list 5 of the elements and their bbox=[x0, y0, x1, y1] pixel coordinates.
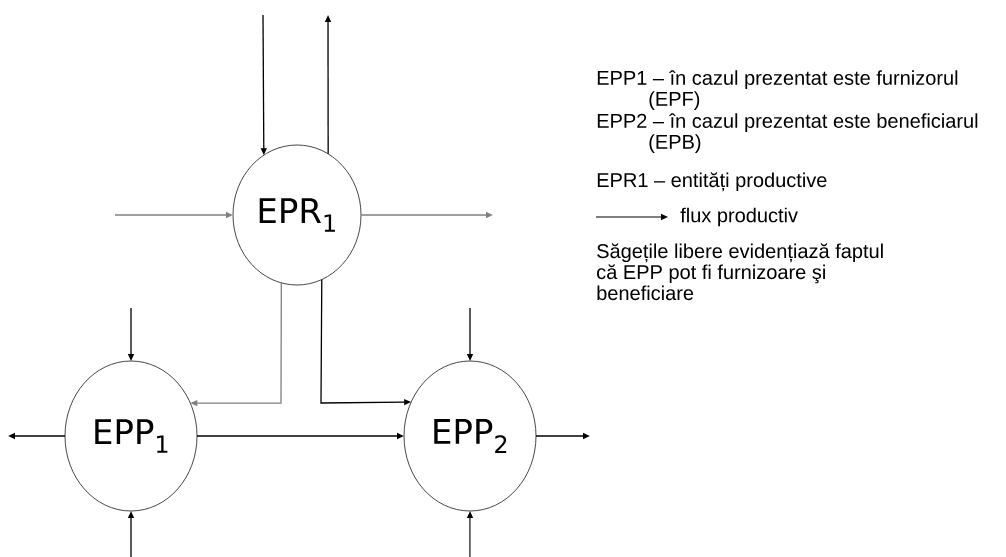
note-text: Săgețile libere evidențiază faptul că EPP pot fi furnizoare şi beneficiare bbox=[597, 243, 883, 301]
note-text: EPR1 – entități productive bbox=[597, 172, 827, 192]
note-text: EPP2 – în cazul prezentat este beneficiarul (EPB) bbox=[597, 113, 978, 153]
legend-text: flux productiv bbox=[680, 207, 798, 227]
note-text: EPP1 – în cazul prezentat este furnizorul (EPF) bbox=[597, 70, 958, 110]
